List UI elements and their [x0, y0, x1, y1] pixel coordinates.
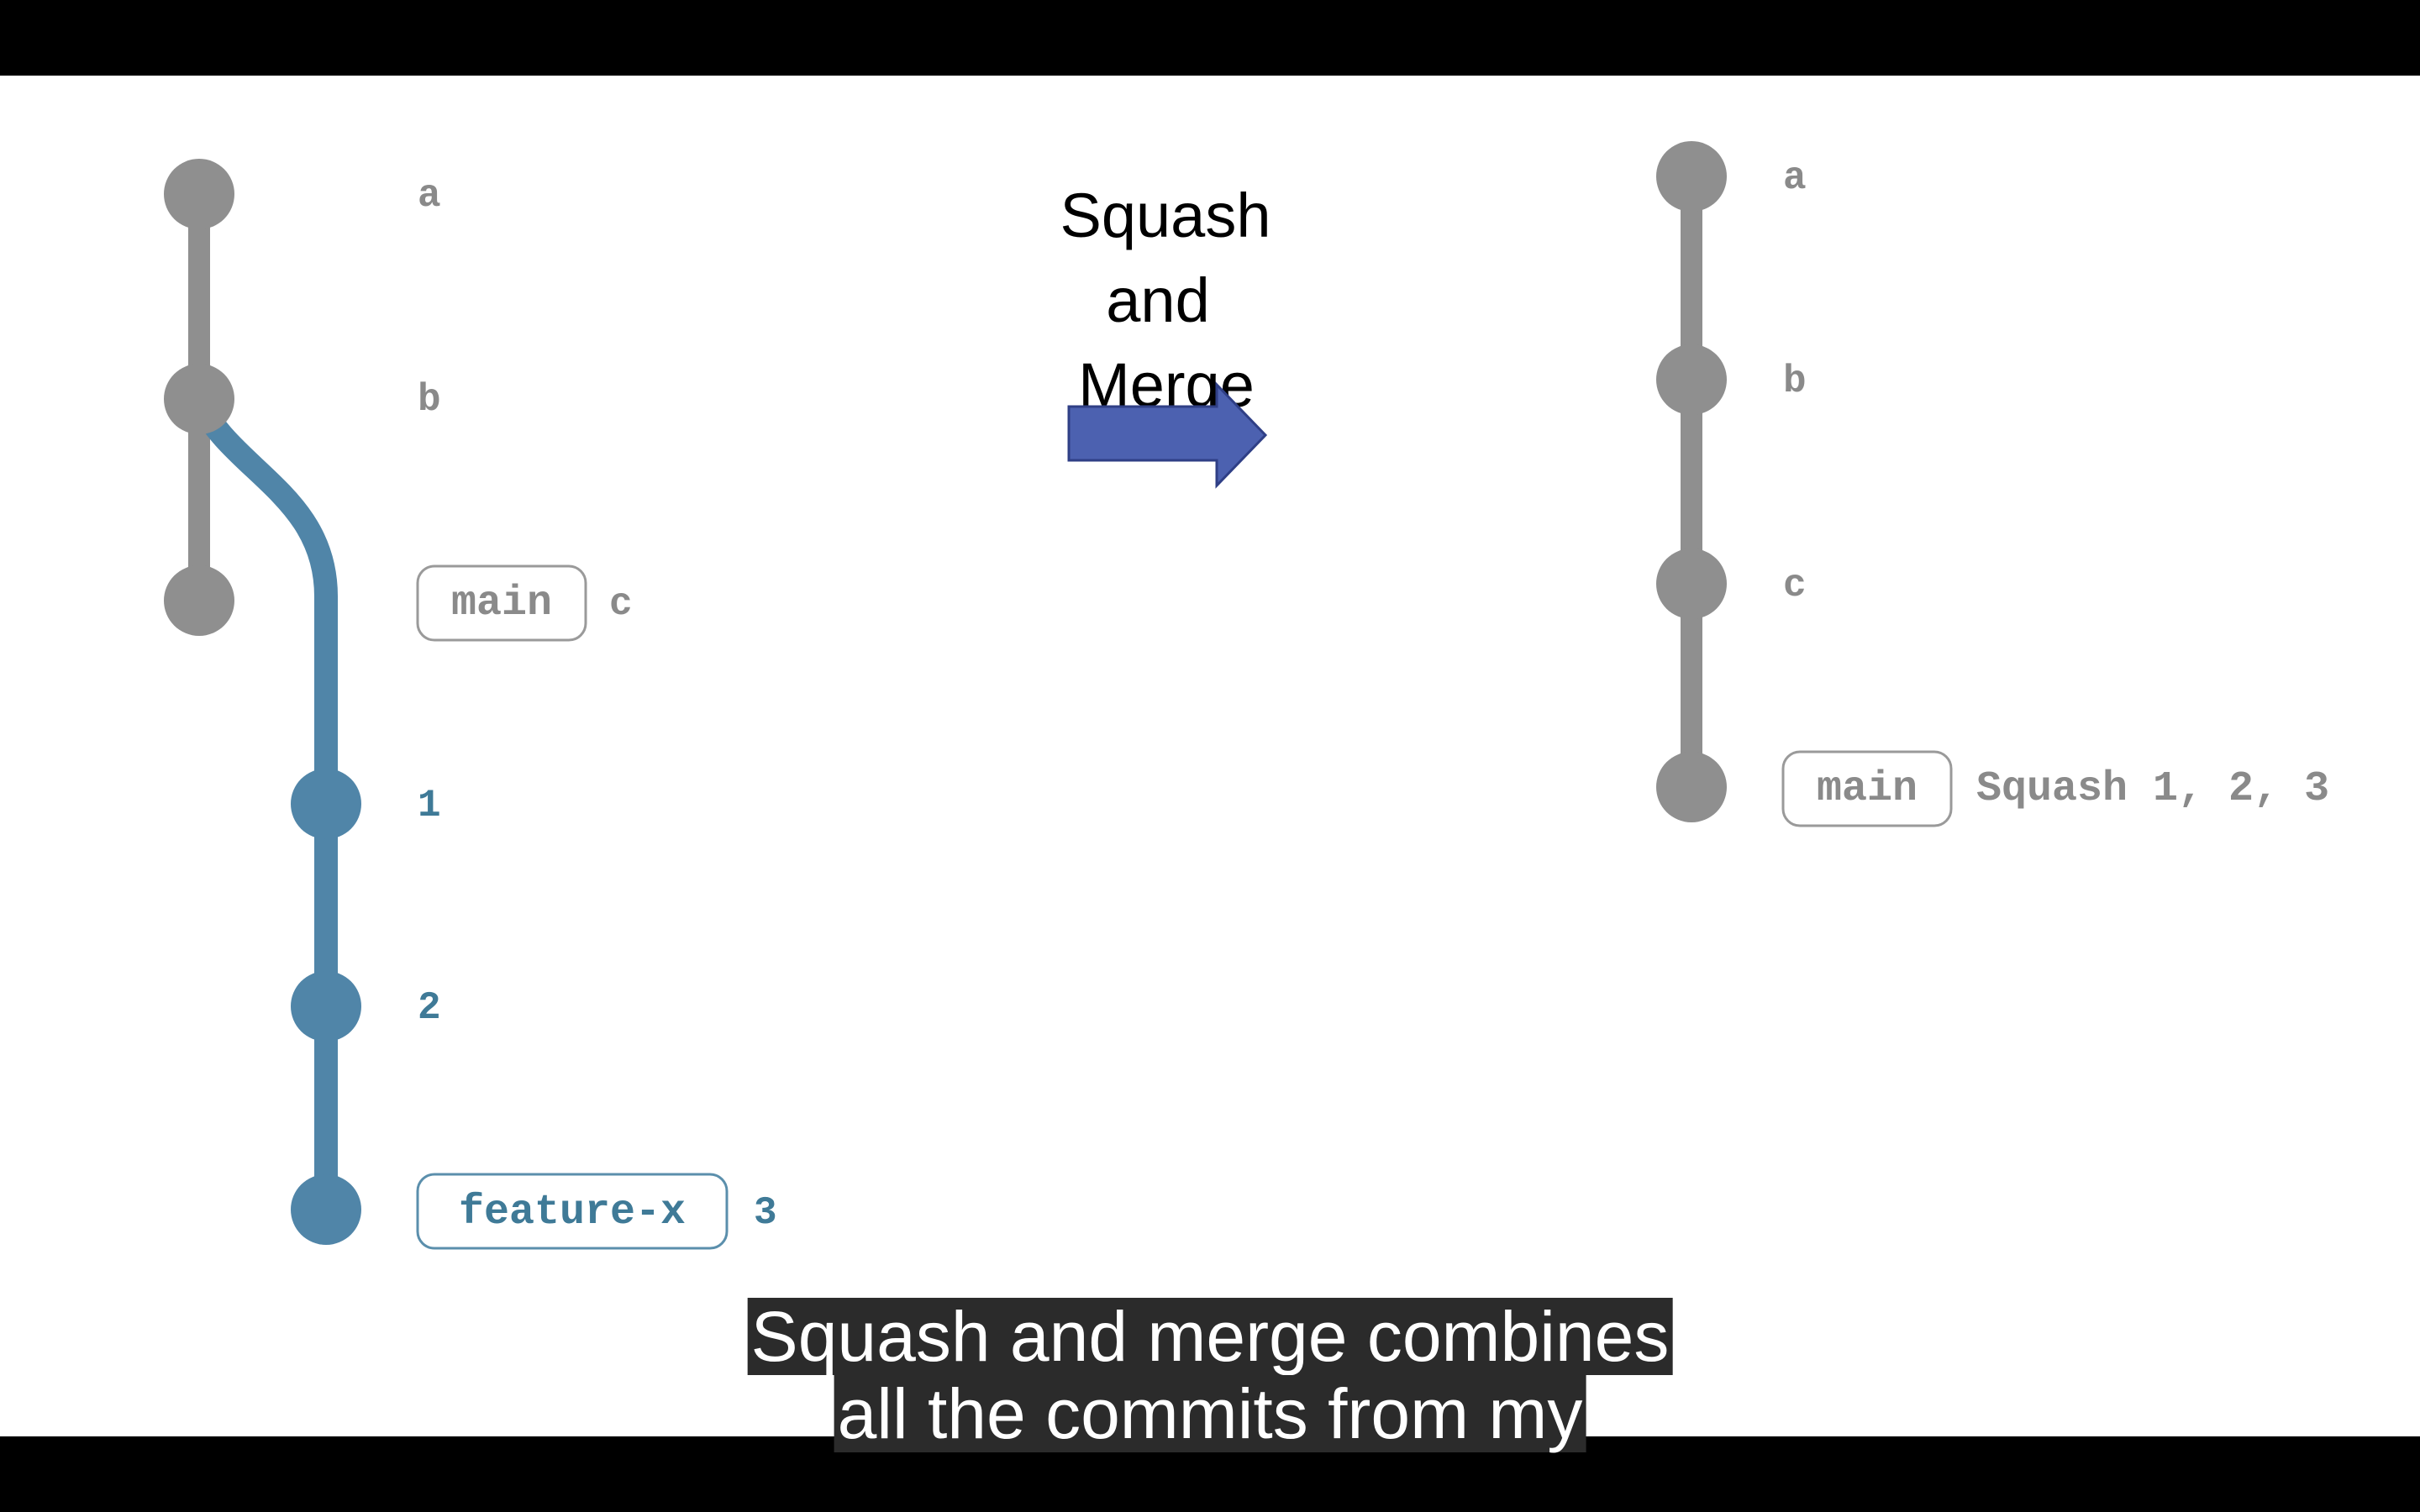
git-diagram: a b main c 1 2 feature-x 3 Squash and Me…: [164, 141, 2329, 1250]
after-main-branch-tag: [1781, 750, 1953, 827]
after-commit-node-c: [1656, 549, 1727, 619]
commit-label-b: b: [418, 378, 441, 422]
commit-node-b: [164, 364, 234, 434]
before-graph: a b main c 1 2 feature-x 3: [164, 159, 777, 1250]
title-line-1: Squash: [1060, 181, 1271, 250]
commit-node-2: [291, 971, 361, 1042]
caption-line-1: Squash and merge combines: [747, 1298, 1673, 1375]
after-commit-node-squash: [1656, 752, 1727, 822]
commit-node-3: [291, 1174, 361, 1245]
after-commit-node-a: [1656, 141, 1727, 212]
main-branch-tag: [416, 564, 587, 642]
feature-branch-tag-label: feature-x: [459, 1189, 686, 1236]
after-commit-label-b: b: [1783, 360, 1807, 403]
after-main-branch-tag-label: main: [1817, 765, 1918, 813]
title-line-2: and: [1106, 265, 1209, 335]
commit-label-c: c: [609, 582, 633, 626]
commit-label-2: 2: [418, 986, 441, 1030]
commit-label-a: a: [418, 174, 441, 218]
commit-node-1: [291, 769, 361, 839]
commit-node-c: [164, 565, 234, 636]
after-commit-label-c: c: [1783, 564, 1807, 607]
after-commit-label-a: a: [1783, 156, 1807, 200]
commit-label-1: 1: [418, 784, 441, 827]
after-commit-node-b: [1656, 344, 1727, 415]
after-graph: a b c main Squash 1, 2, 3: [1656, 141, 2329, 827]
after-commit-label-squash: Squash 1, 2, 3: [1976, 765, 2329, 813]
main-branch-tag-label: main: [451, 580, 552, 627]
feature-branch-tag: [416, 1173, 729, 1250]
caption-line-2: all the commits from my: [834, 1375, 1586, 1452]
right-arrow-icon: [1067, 381, 1268, 489]
squash-merge-title: Squash and Merge: [1060, 181, 1271, 420]
commit-node-a: [164, 159, 234, 229]
commit-label-3: 3: [754, 1191, 777, 1235]
slide-canvas: a b main c 1 2 feature-x 3 Squash and Me…: [0, 76, 2420, 1436]
